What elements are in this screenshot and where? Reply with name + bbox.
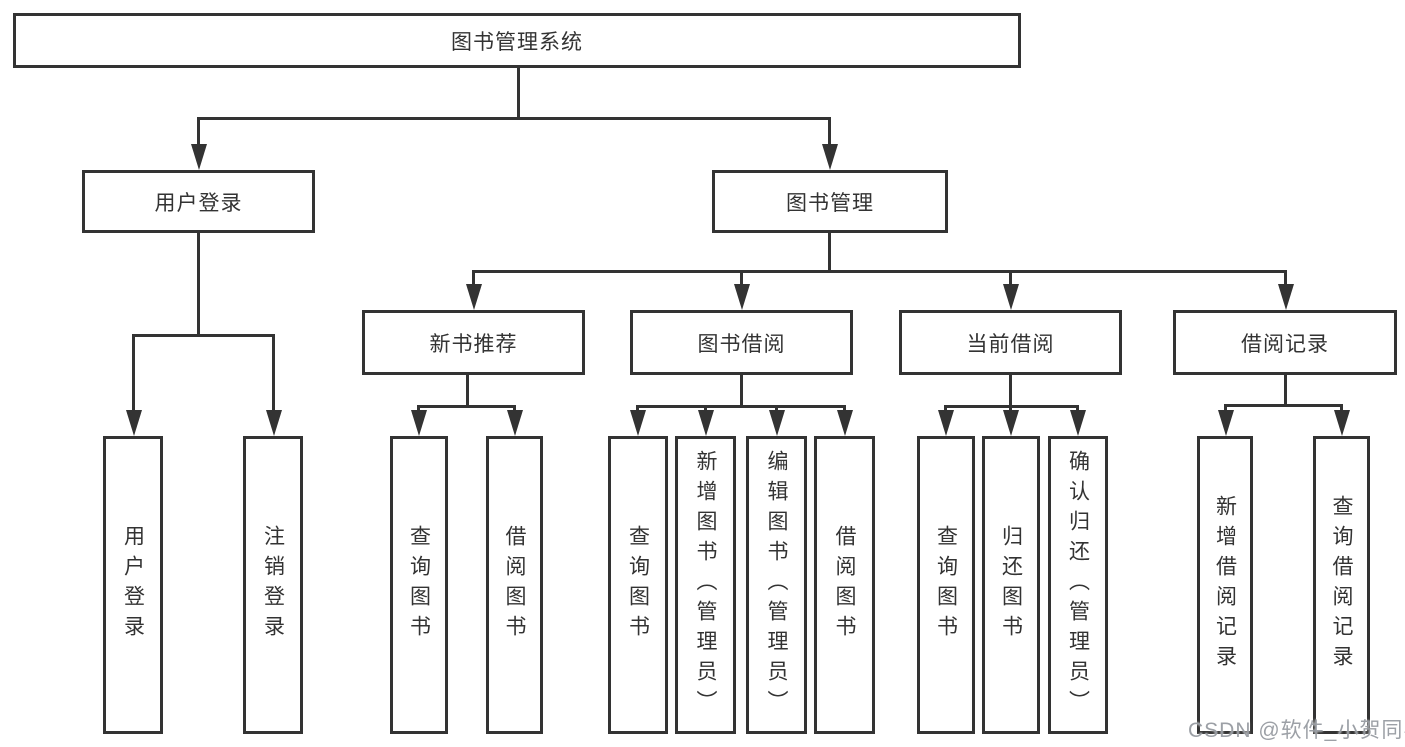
leaf-cb-return-books-label: 归还图书 xyxy=(999,525,1023,645)
node-user-login-label: 用户登录 xyxy=(154,191,243,215)
leaf-bb-query-books: 查询图书 xyxy=(608,436,668,734)
arrow-down-icon xyxy=(769,410,785,436)
connector-line xyxy=(132,334,275,337)
leaf-nb-borrow-books: 借阅图书 xyxy=(486,436,543,734)
node-new-book-recommend: 新书推荐 xyxy=(362,310,585,375)
leaf-logout-login-label: 注销登录 xyxy=(261,525,285,645)
node-borrowing-records-label: 借阅记录 xyxy=(1241,332,1329,356)
arrow-down-icon xyxy=(466,284,482,310)
leaf-cb-query-books: 查询图书 xyxy=(917,436,975,734)
node-book-borrowing-label: 图书借阅 xyxy=(697,332,786,356)
arrow-down-icon xyxy=(266,410,282,436)
node-current-borrowing-label: 当前借阅 xyxy=(966,332,1055,356)
node-book-borrowing: 图书借阅 xyxy=(630,310,853,375)
leaf-br-query-borrow-record: 查询借阅记录 xyxy=(1313,436,1370,734)
leaf-user-login-label: 用户登录 xyxy=(121,525,145,645)
arrow-down-icon xyxy=(126,410,142,436)
arrow-down-icon xyxy=(1003,410,1019,436)
connector-line xyxy=(1284,271,1287,287)
leaf-br-query-borrow-record-label: 查询借阅记录 xyxy=(1330,495,1353,675)
connector-line xyxy=(636,405,846,408)
leaf-nb-query-books-label: 查询图书 xyxy=(407,525,431,645)
connector-line xyxy=(1340,405,1343,414)
arrow-down-icon xyxy=(734,284,750,310)
connector-line xyxy=(197,118,200,148)
connector-line xyxy=(197,117,831,120)
connector-line xyxy=(1009,271,1012,287)
leaf-br-add-borrow-record: 新增借阅记录 xyxy=(1197,436,1253,734)
leaf-bb-edit-books-admin: 编辑图书（管理员） xyxy=(746,436,807,734)
arrow-down-icon xyxy=(1003,284,1019,310)
arrow-down-icon xyxy=(1278,284,1294,310)
leaf-logout-login: 注销登录 xyxy=(243,436,303,734)
leaf-nb-borrow-books-label: 借阅图书 xyxy=(503,525,526,645)
arrow-down-icon xyxy=(191,144,207,170)
leaf-bb-add-books-admin: 新增图书（管理员） xyxy=(675,436,736,734)
node-borrowing-records: 借阅记录 xyxy=(1173,310,1397,375)
watermark: CSDN @软件_小贺同学 xyxy=(1188,719,1405,742)
node-library-system: 图书管理系统 xyxy=(13,13,1021,68)
arrow-down-icon xyxy=(630,410,646,436)
leaf-bb-edit-books-admin-label: 编辑图书（管理员） xyxy=(765,450,788,720)
arrow-down-icon xyxy=(938,410,954,436)
arrow-down-icon xyxy=(411,410,427,436)
connector-line xyxy=(1009,375,1012,408)
connector-line xyxy=(517,67,520,120)
leaf-cb-return-books: 归还图书 xyxy=(982,436,1040,734)
connector-line xyxy=(1224,405,1227,414)
leaf-nb-query-books: 查询图书 xyxy=(390,436,448,734)
connector-line xyxy=(132,335,135,413)
connector-line xyxy=(1284,375,1287,407)
node-library-system-label: 图书管理系统 xyxy=(451,30,583,54)
connector-line xyxy=(472,270,1287,273)
arrow-down-icon xyxy=(837,410,853,436)
arrow-down-icon xyxy=(698,410,714,436)
connector-line xyxy=(1224,404,1343,407)
connector-line xyxy=(466,375,469,408)
node-user-login: 用户登录 xyxy=(82,170,315,233)
leaf-cb-confirm-return-admin-label: 确认归还（管理员） xyxy=(1066,450,1090,720)
leaf-br-add-borrow-record-label: 新增借阅记录 xyxy=(1213,495,1237,675)
connector-line xyxy=(740,375,743,408)
connector-line xyxy=(472,271,475,287)
connector-line xyxy=(272,335,275,413)
node-book-management: 图书管理 xyxy=(712,170,948,233)
connector-line xyxy=(828,118,831,148)
leaf-cb-confirm-return-admin: 确认归还（管理员） xyxy=(1048,436,1108,734)
connector-line xyxy=(417,405,516,408)
leaf-bb-borrow-books-label: 借阅图书 xyxy=(833,525,856,645)
leaf-bb-borrow-books: 借阅图书 xyxy=(814,436,875,734)
node-new-book-recommend-label: 新书推荐 xyxy=(429,332,518,356)
arrow-down-icon xyxy=(1070,410,1086,436)
leaf-bb-query-books-label: 查询图书 xyxy=(626,525,650,645)
leaf-bb-add-books-admin-label: 新增图书（管理员） xyxy=(694,450,717,720)
arrow-down-icon xyxy=(1334,410,1350,436)
leaf-user-login: 用户登录 xyxy=(103,436,163,734)
node-book-management-label: 图书管理 xyxy=(786,191,874,215)
arrow-down-icon xyxy=(822,144,838,170)
connector-line xyxy=(197,233,200,337)
arrow-down-icon xyxy=(1218,410,1234,436)
connector-line xyxy=(740,271,743,287)
arrow-down-icon xyxy=(507,410,523,436)
leaf-cb-query-books-label: 查询图书 xyxy=(934,525,958,645)
node-current-borrowing: 当前借阅 xyxy=(899,310,1122,375)
connector-line xyxy=(828,233,831,273)
